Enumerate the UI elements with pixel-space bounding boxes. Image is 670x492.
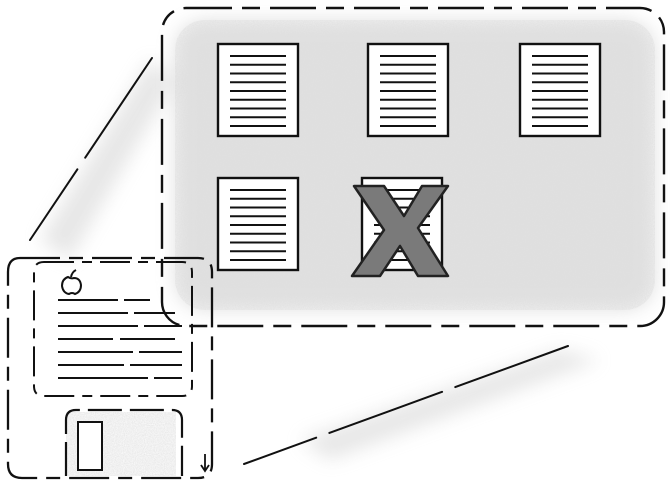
zoom-panel-frame	[160, 6, 666, 328]
document-4	[216, 176, 300, 272]
document-3	[518, 42, 602, 138]
floppy-disk-outline	[6, 256, 214, 480]
floppy-disk	[6, 256, 214, 480]
apple-logo-icon	[60, 269, 83, 296]
floppy-label-area	[33, 261, 193, 397]
floppy-shutter	[64, 408, 184, 476]
document-1	[216, 42, 300, 138]
zoom-guide-lines	[29, 57, 569, 465]
floppy-label-lines	[58, 299, 182, 379]
document-grid	[216, 42, 602, 272]
x-mark-icon	[350, 184, 450, 278]
shutter-window	[77, 421, 103, 471]
document-2	[366, 42, 450, 138]
write-protect-arrow-icon	[200, 454, 210, 473]
zoom-beam-shading	[40, 60, 600, 460]
